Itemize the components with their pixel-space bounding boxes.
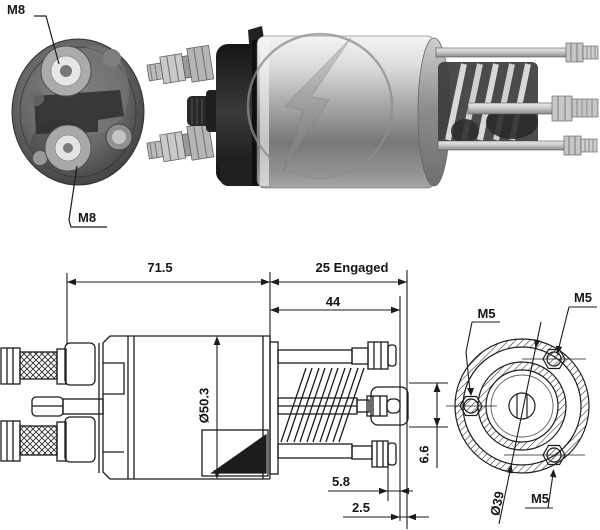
zm-watermark-logo xyxy=(246,32,394,180)
dim-stud-gap: 2.5 xyxy=(351,500,371,515)
dim-bracket-height: 6.6 xyxy=(416,445,432,464)
photo-spade-terminal xyxy=(187,90,220,132)
dim-plunger-length: 44 xyxy=(325,294,341,309)
drawing-terminal-lower xyxy=(0,416,96,463)
drawing-fork-bracket xyxy=(370,386,409,426)
label-m8-top: M8 xyxy=(7,2,26,17)
photo-mounting-stud-middle xyxy=(467,95,599,122)
drawing-terminal-upper xyxy=(0,342,96,386)
front-terminal-upper xyxy=(40,45,92,97)
rear-m5-hole-bottom-right xyxy=(542,444,566,466)
m8-leader-top xyxy=(34,15,60,65)
lightning-bolt-icon xyxy=(282,37,352,172)
rear-m5-hole-left xyxy=(459,395,483,417)
label-m8-bottom: M8 xyxy=(78,210,97,225)
photo-mounting-stud-bottom xyxy=(437,135,598,156)
dimension-arrowheads xyxy=(67,278,441,521)
contact-bar-shadow xyxy=(34,90,124,134)
m5-leaders xyxy=(465,306,597,509)
front-terminal-lower xyxy=(44,124,92,172)
drawing-return-spring xyxy=(280,367,365,443)
drawing-contact-wedge xyxy=(201,429,269,477)
rear-dimension-drawing xyxy=(446,306,597,525)
rear-shaft-slot xyxy=(508,392,536,420)
m8-leader-bottom xyxy=(68,165,107,228)
photo-terminal-stud-upper xyxy=(146,44,215,85)
drawing-plunger-assembly xyxy=(277,341,409,468)
pilot-diameter-leader xyxy=(498,321,542,525)
dimension-lines xyxy=(66,270,448,529)
dim-stud-offset: 5.8 xyxy=(331,474,351,489)
label-m5-bottom-right: M5 xyxy=(530,491,550,506)
label-m5-top-right: M5 xyxy=(573,290,593,305)
front-view-photo xyxy=(11,15,145,228)
dim-total-length: 71.5 xyxy=(147,260,173,275)
photo-terminal-stud-lower xyxy=(146,122,215,163)
dim-body-diameter: Ø50.3 xyxy=(196,387,212,424)
front-small-terminal xyxy=(105,123,133,151)
side-dimension-drawing xyxy=(0,270,448,529)
drawing-spade-tab xyxy=(31,396,104,417)
photo-solenoid-body xyxy=(256,35,451,189)
photo-mounting-stud-top xyxy=(435,42,599,63)
side-view-photo xyxy=(146,26,599,189)
dim-engaged-length: 25 Engaged xyxy=(315,260,389,275)
label-m5-left: M5 xyxy=(477,306,496,321)
